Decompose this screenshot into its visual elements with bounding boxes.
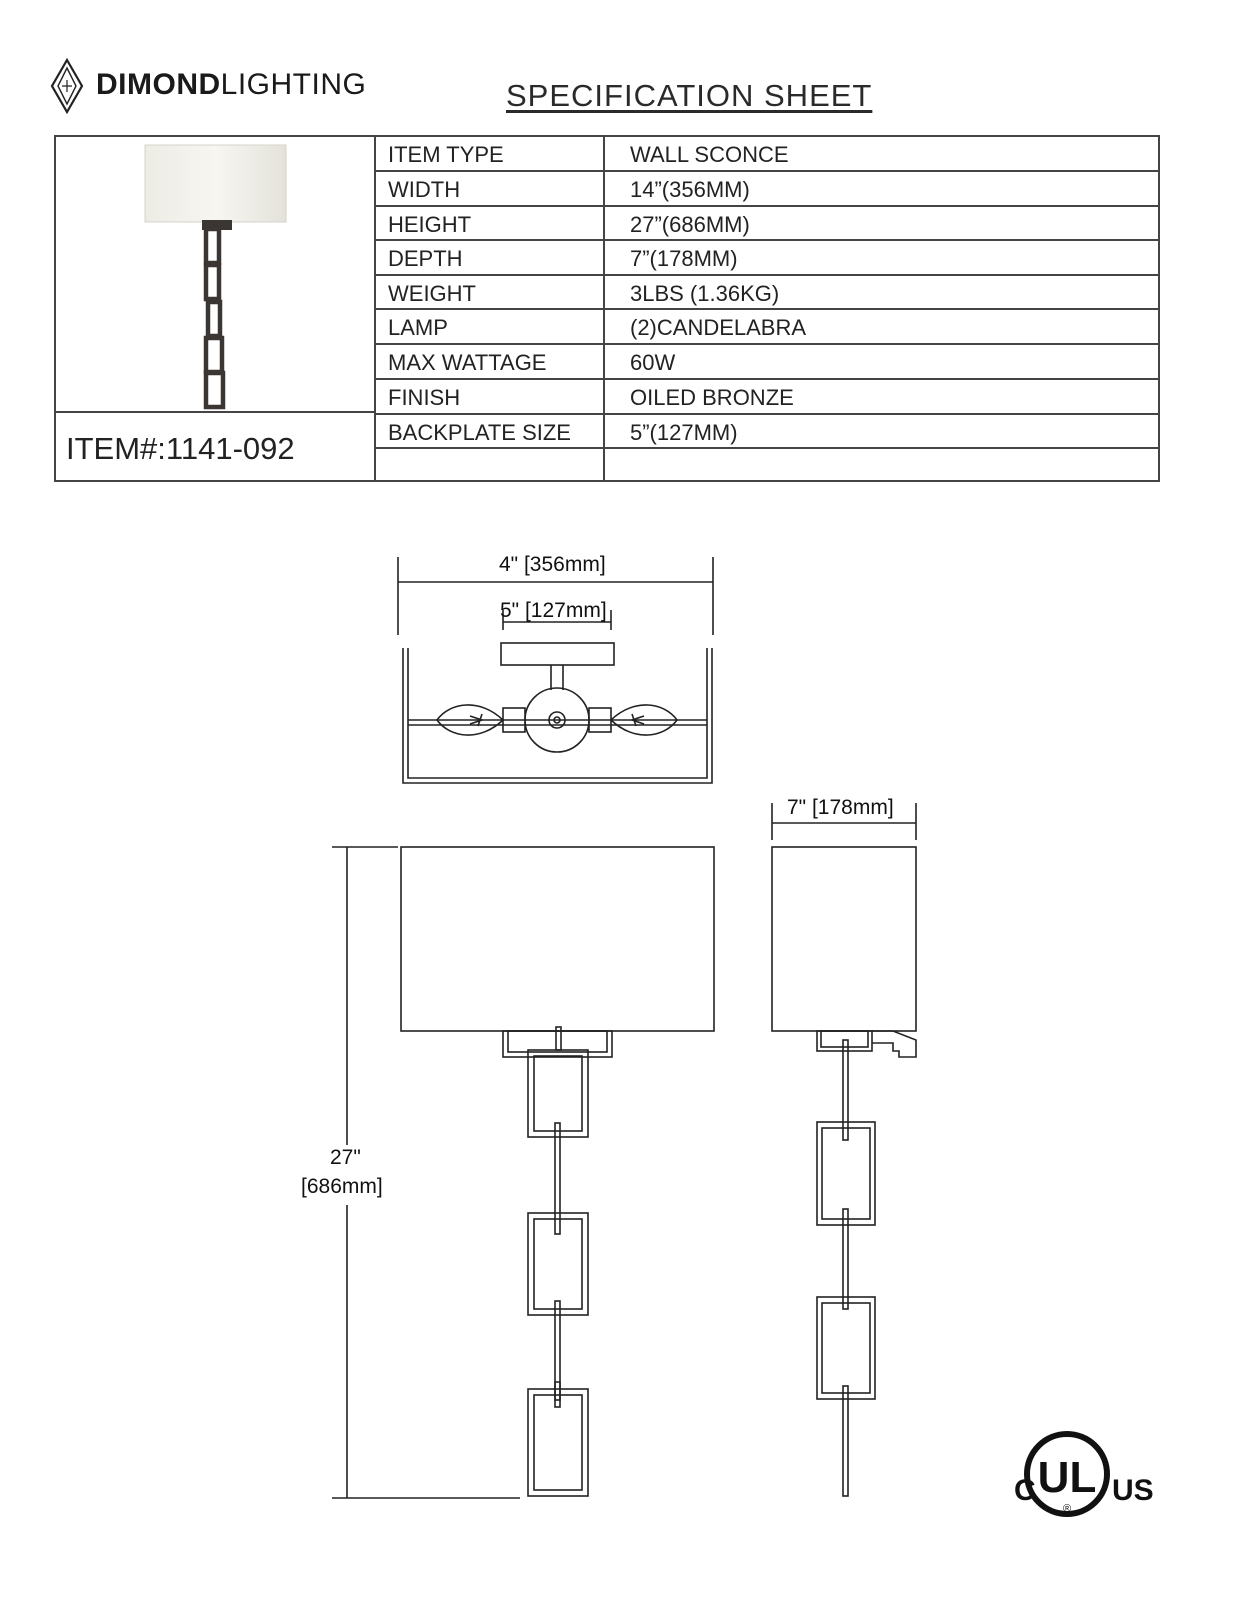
spec-row: MAX WATTAGE 60W [376,345,1160,380]
spec-label: LAMP [388,315,448,340]
product-photo-cell [56,137,376,413]
spec-value: (2)CANDELABRA [630,315,807,340]
spec-value: 3LBS (1.36KG) [630,281,780,306]
ul-mark-c: C [1014,1474,1036,1507]
spec-value: 7”(178MM) [630,246,738,271]
spec-row: WEIGHT 3LBS (1.36KG) [376,276,1160,310]
page-title: SPECIFICATION SHEET [506,78,873,113]
dimond-logo-icon [50,58,84,114]
height-dimension-in: 27" [330,1146,361,1169]
ul-mark-text: UL [1038,1453,1097,1502]
spec-row: DEPTH 7”(178MM) [376,241,1160,276]
item-number: ITEM#:1141-092 [66,431,295,466]
spec-label: ITEM TYPE [388,142,504,167]
spec-label: MAX WATTAGE [388,350,547,375]
spec-label: WIDTH [388,177,461,202]
width-dimension: 4" [356mm] [499,553,606,576]
spec-row: FINISH OILED BRONZE [376,380,1160,415]
top-view [397,557,714,784]
spec-value: 60W [630,350,676,375]
spec-table: ITEM#:1141-092 ITEM TYPE WALL SCONCE WIDTH… [54,135,1160,482]
front-view [332,846,715,1499]
spec-label: WEIGHT [388,281,476,306]
spec-label: FINISH [388,385,461,410]
spec-row: LAMP (2)CANDELABRA [376,310,1160,345]
ul-certification-icon: UL ® C US [1014,1431,1154,1517]
item-number-cell: ITEM#:1141-092 [56,413,376,482]
spec-label: DEPTH [388,246,463,271]
spec-row: BACKPLATE SIZE 5”(127MM) [376,415,1160,449]
spec-row [376,449,1160,482]
spec-row: ITEM TYPE WALL SCONCE [376,137,1160,172]
registered-mark: ® [1063,1503,1071,1515]
ul-mark-us: US [1112,1474,1154,1507]
spec-label: HEIGHT [388,212,472,237]
brand-name-light: LIGHTING [220,68,367,101]
height-dimension-mm: [686mm] [301,1175,383,1198]
backplate-dimension: 5" [127mm] [500,599,607,622]
spec-value: WALL SCONCE [630,142,789,167]
product-photo [144,144,287,410]
spec-value: 14”(356MM) [630,177,750,202]
brand-name-bold: DIMOND [96,68,221,101]
brand-name: DIMONDLIGHTING [96,68,366,102]
spec-label: BACKPLATE SIZE [388,420,571,445]
spec-value: 5”(127MM) [630,420,738,445]
spec-row: WIDTH 14”(356MM) [376,172,1160,207]
side-view [771,803,917,1497]
spec-value: OILED BRONZE [630,385,794,410]
depth-dimension: 7" [178mm] [787,796,894,819]
spec-row: HEIGHT 27”(686MM) [376,207,1160,241]
spec-value: 27”(686MM) [630,212,750,237]
column-divider [603,137,605,482]
